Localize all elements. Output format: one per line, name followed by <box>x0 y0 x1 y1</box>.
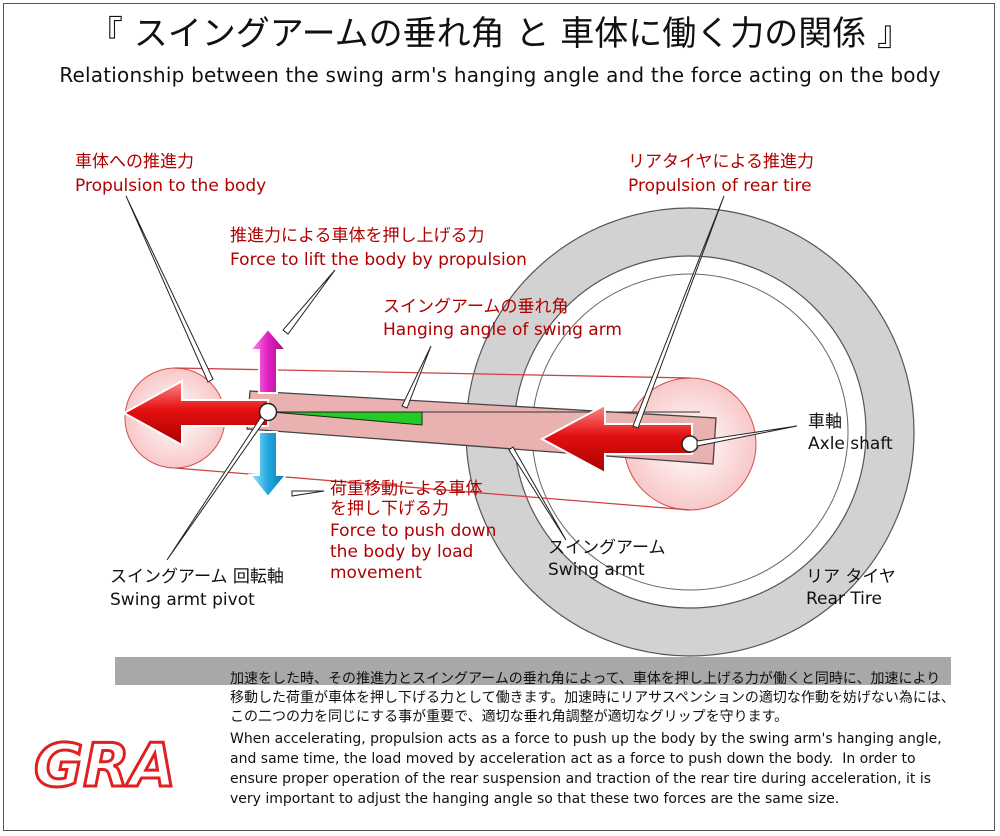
label-swing-arm-en: Swing armt <box>548 560 645 580</box>
label-rear-propulsion-en: Propulsion of rear tire <box>628 176 812 196</box>
swing-arm-pivot <box>258 402 278 422</box>
lift-force-arrow <box>247 327 289 394</box>
description-en-line-3: ensure proper operation of the rear susp… <box>230 771 932 787</box>
label-swing-arm-ja: スイングアーム <box>548 538 666 558</box>
label-propulsion-body-ja: 車体への推進力 <box>75 152 194 172</box>
description-ja-line-1: 加速をした時、その推進力とスイングアームの垂れ角によって、車体を押し上げる力が働… <box>230 671 941 687</box>
title-ja: 『 スイングアームの垂れ角 と 車体に働く力の関係 』 <box>88 14 912 54</box>
label-axle-ja: 車軸 <box>808 412 842 432</box>
description-ja-line-2: 移動した荷重が車体を押し下げる力として働きます。加速時にリアサスペンションの適切… <box>230 690 955 706</box>
axle-shaft <box>681 435 699 453</box>
push-down-force-arrow <box>247 431 289 499</box>
leader-lines <box>125 195 798 561</box>
label-pivot-en: Swing armt pivot <box>110 590 255 610</box>
outer-frame <box>3 3 995 831</box>
label-rear-tire-en: Rear Tire <box>806 589 882 609</box>
description-en-line-2: and same time, the load moved by acceler… <box>230 751 916 767</box>
label-axle-en: Axle shaft <box>808 434 893 454</box>
label-push-down-en2: the body by load <box>330 542 474 562</box>
label-rear-propulsion-ja: リアタイヤによる推進力 <box>628 152 814 172</box>
description-en-line-1: When accelerating, propulsion acts as a … <box>230 731 942 747</box>
label-push-down-en3: movement <box>330 563 422 583</box>
label-push-down-ja2: を押し下げる力 <box>330 499 449 519</box>
label-rear-tire-ja: リア タイヤ <box>806 567 896 587</box>
label-hanging-angle-en: Hanging angle of swing arm <box>383 320 622 340</box>
description-ja-line-3: この二つの力を同じにする事が重要で、適切な垂れ角調整が適切なグリップを守ります。 <box>230 709 789 725</box>
ground <box>115 657 951 685</box>
label-pivot-ja: スイングアーム 回転軸 <box>110 567 284 587</box>
description-en-line-4: very important to adjust the hanging ang… <box>230 791 840 807</box>
label-push-down-ja1: 荷重移動による車体 <box>330 479 483 499</box>
label-lift-force-ja: 推進力による車体を押し上げる力 <box>230 226 485 246</box>
title-en: Relationship between the swing arm's han… <box>59 63 941 87</box>
hanging-angle-wedge <box>271 411 700 426</box>
label-propulsion-body-en: Propulsion to the body <box>75 176 267 196</box>
label-hanging-angle-ja: スイングアームの垂れ角 <box>383 297 569 317</box>
label-lift-force-en: Force to lift the body by propulsion <box>230 250 527 270</box>
label-push-down-en1: Force to push down <box>330 521 497 541</box>
